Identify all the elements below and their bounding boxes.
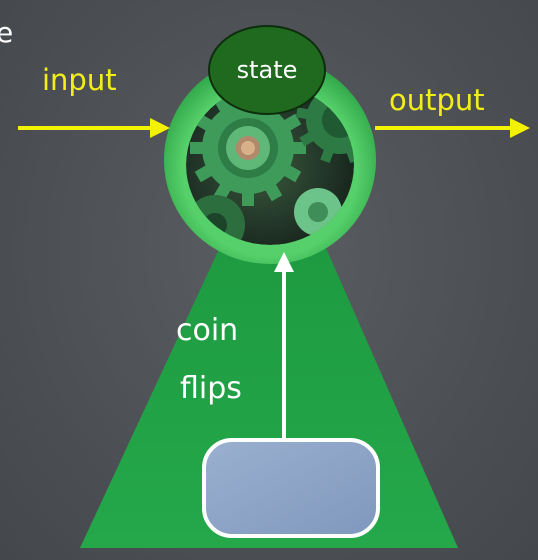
state-node: [208, 25, 326, 115]
output-arrow-head: [510, 118, 530, 138]
input-arrow-head: [150, 118, 170, 138]
output-label: output: [389, 83, 485, 117]
coin-arrow-head: [274, 252, 294, 272]
coin-flips-label-line2: flips: [180, 371, 242, 406]
coin-flips-label-line1: coin: [176, 313, 238, 348]
input-label: input: [42, 63, 117, 97]
random-source-box: [202, 438, 380, 538]
state-label: state: [237, 56, 298, 84]
corner-text-fragment: e: [0, 16, 13, 49]
gears-icon: [186, 85, 354, 245]
